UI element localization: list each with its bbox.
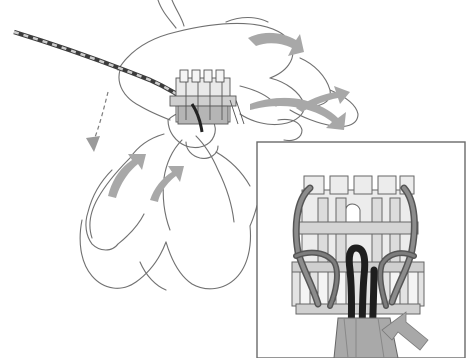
- twisted-wire: [14, 32, 192, 104]
- dashed-arrow-icon: [86, 92, 108, 152]
- cable-bundle: [334, 318, 398, 358]
- connector-small: [170, 70, 244, 132]
